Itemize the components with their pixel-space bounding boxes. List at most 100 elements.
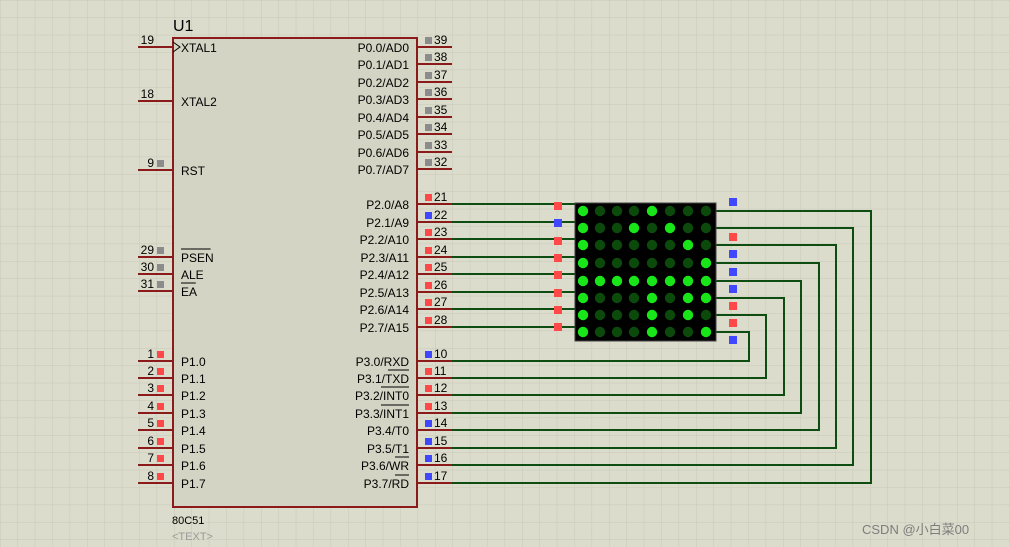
led-r2-c2 [611, 239, 623, 251]
led-r6-c7 [700, 309, 712, 321]
pin-state-marker [425, 107, 432, 114]
chip-left-pin-8[interactable]: 8P1.7 [138, 469, 206, 491]
led-r3-c2 [611, 257, 623, 269]
led-r1-c2 [611, 222, 623, 234]
pin-number: 36 [434, 85, 448, 99]
pin-number: 29 [141, 243, 155, 257]
led-r6-c0 [577, 309, 589, 321]
led-r5-c2 [611, 292, 623, 304]
led-r1-c4 [646, 222, 658, 234]
pin-label: P2.1/A9 [366, 216, 409, 230]
led-r5-c1 [594, 292, 606, 304]
chip-left-pin-5[interactable]: 5P1.4 [138, 416, 206, 438]
led-r0-c7 [700, 205, 712, 217]
led-r3-c5 [664, 257, 676, 269]
chip-left-pin-2[interactable]: 2P1.1 [138, 364, 206, 386]
wire-col-1 [452, 227, 854, 466]
pin-state-marker [425, 212, 432, 219]
clock-symbol [172, 41, 181, 53]
led-r3-c6 [682, 257, 694, 269]
led-r3-c3 [628, 257, 640, 269]
led-r1-c1 [594, 222, 606, 234]
led-r0-c0 [577, 205, 589, 217]
pin-label: P3.0/RXD [356, 355, 410, 369]
pin-number: 6 [147, 434, 154, 448]
pin-label: P3.4/T0 [367, 424, 409, 438]
led-r0-c1 [594, 205, 606, 217]
led-r7-c2 [611, 326, 623, 338]
pin-label: P1.5 [181, 442, 206, 456]
pin-number: 15 [434, 434, 448, 448]
led-r2-c3 [628, 239, 640, 251]
pin-number: 28 [434, 313, 448, 327]
matrix-row-pin-marker [554, 254, 562, 262]
pin-number: 30 [141, 260, 155, 274]
pin-number: 35 [434, 103, 448, 117]
pin-label: P2.3/A11 [361, 251, 410, 265]
chip-left-pin-4[interactable]: 4P1.3 [138, 399, 206, 421]
chip-left-pin-6[interactable]: 6P1.5 [138, 434, 206, 456]
pin-number: 18 [141, 87, 155, 101]
pin-label: P2.0/A8 [366, 198, 409, 212]
pin-state-marker [425, 264, 432, 271]
pin-label: P0.5/AD5 [358, 128, 410, 142]
pin-state-marker [157, 385, 164, 392]
pin-state-marker [425, 455, 432, 462]
chip-left-pin-7[interactable]: 7P1.6 [138, 451, 206, 473]
pin-state-marker [425, 229, 432, 236]
pin-label: ALE [181, 268, 204, 282]
pin-number: 3 [147, 381, 154, 395]
pin-state-marker [425, 299, 432, 306]
chip-right-pins: 39P0.0/AD038P0.1/AD137P0.2/AD236P0.3/AD3… [355, 33, 452, 491]
pin-state-marker [425, 124, 432, 131]
matrix-col-pin-marker [729, 285, 737, 293]
led-r2-c7 [700, 239, 712, 251]
led-r2-c0 [577, 239, 589, 251]
chip-80c51-body[interactable] [172, 37, 418, 508]
chip-left-pin-1[interactable]: 1P1.0 [138, 347, 206, 369]
pin-label: P2.5/A13 [360, 286, 410, 300]
led-r0-c2 [611, 205, 623, 217]
led-r2-c6 [682, 239, 694, 251]
pin-state-marker [425, 247, 432, 254]
chip-left-pin-3[interactable]: 3P1.2 [138, 381, 206, 403]
pin-state-marker [425, 438, 432, 445]
pin-number: 21 [434, 190, 448, 204]
wire-col-6 [452, 314, 767, 379]
pin-number: 37 [434, 68, 448, 82]
pin-state-marker [157, 247, 164, 254]
led-r4-c4 [646, 275, 658, 287]
led-matrix-body[interactable] [574, 202, 717, 342]
